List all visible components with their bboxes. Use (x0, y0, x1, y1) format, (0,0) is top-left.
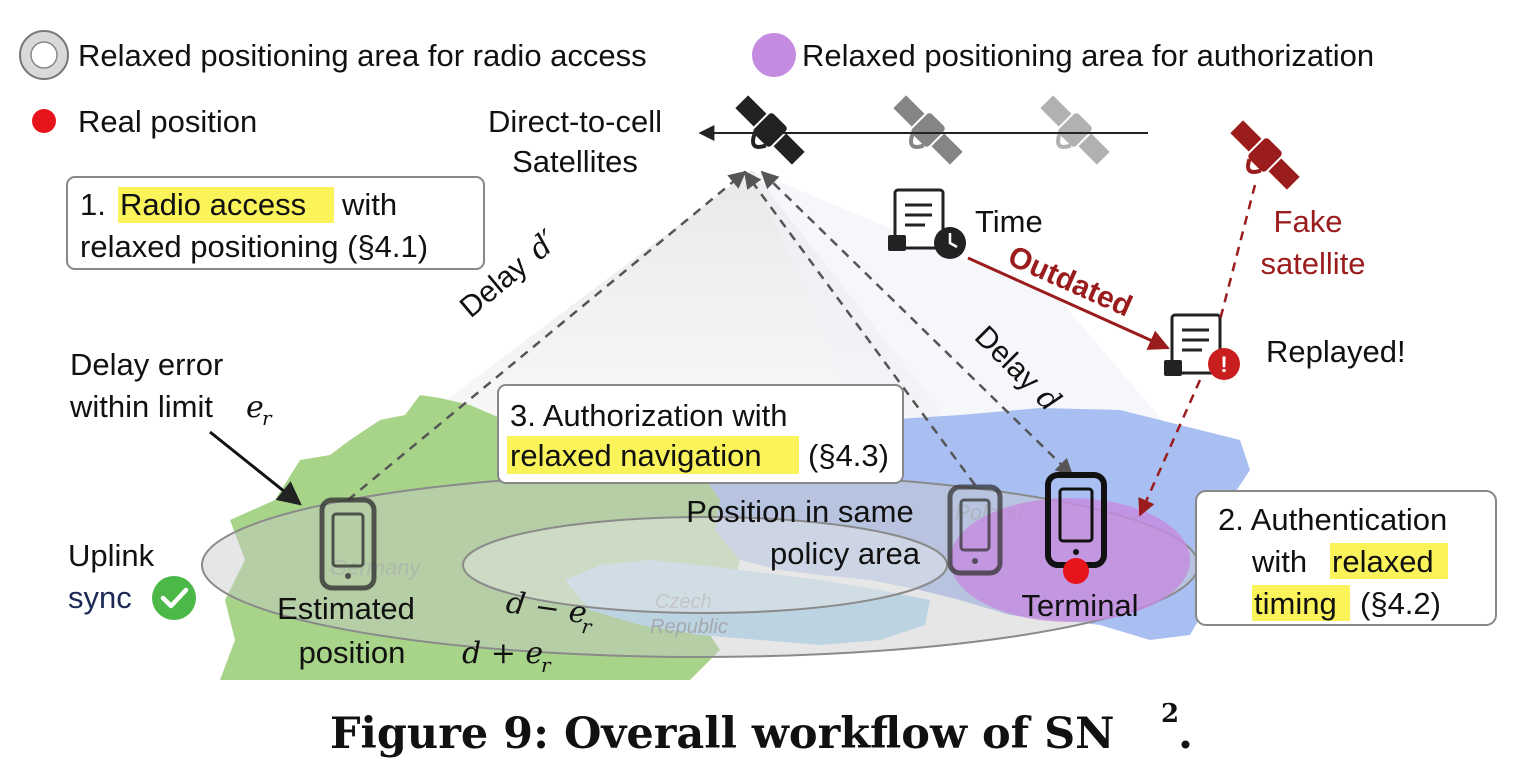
legend: Relaxed positioning area for radio acces… (19, 30, 1374, 139)
legend-radio-area-text: Relaxed positioning area for radio acces… (78, 38, 647, 73)
delay-error-line2: within limit (69, 389, 213, 424)
step1-number: 1. (80, 187, 106, 222)
step3-rest-text: (§4.3) (808, 438, 889, 473)
satellite-icon (893, 95, 963, 165)
step2-with-text: with (1251, 544, 1307, 579)
step3-box: 3. Authorization with relaxed navigation… (497, 384, 904, 484)
radio-inner-ellipse (462, 516, 948, 614)
outdated-arrow (967, 256, 1170, 350)
delay-line (760, 170, 1074, 477)
fake-satellite-icon (1230, 120, 1300, 190)
satellites-label-line1: Direct-to-cell (488, 104, 662, 139)
same-policy-phone-icon (947, 484, 1003, 576)
svg-text:!: ! (1220, 352, 1227, 377)
fake-satellite-line1: Fake (1274, 204, 1343, 239)
step2-timing-text: timing (1254, 586, 1337, 621)
certificate-clock-icon (888, 188, 966, 259)
step1-line2: relaxed positioning (§4.1) (80, 229, 428, 264)
estimated-phone-icon (319, 497, 377, 591)
delay-error-subscript: r (262, 406, 273, 430)
fake-signal-line-lower (1138, 379, 1202, 517)
caption-period: . (1178, 709, 1193, 759)
figure-caption: Figure 9: Overall workflow of SN 2 . (330, 699, 1193, 759)
svg-text:d′: d′ (522, 224, 565, 268)
uplink-line2: sync (68, 580, 132, 615)
d-plus-er-subscript: r (541, 653, 552, 677)
step1-highlight (118, 187, 334, 223)
d-plus-er-label: d + e (462, 636, 543, 671)
delay-error-symbol: e (246, 390, 264, 425)
step2-box: 2. Authentication with relaxed timing (§… (1195, 490, 1497, 626)
fake-satellite-line2: satellite (1260, 246, 1365, 281)
step3-highlight (507, 436, 799, 474)
step3-line1: 3. Authorization with (510, 398, 787, 433)
step2-highlight-relaxed (1330, 543, 1448, 579)
terminal-label: Terminal (1021, 588, 1138, 623)
legend-real-position-text: Real position (78, 104, 257, 139)
step3-highlight-text: relaxed navigation (510, 438, 762, 473)
delay-error-line1: Delay error (70, 347, 223, 382)
step1-box: 1. Radio access with relaxed positioning… (66, 176, 485, 270)
same-policy-line2: policy area (770, 536, 921, 571)
replayed-certificate-icon: ! (1164, 313, 1240, 380)
fake-signal-line-upper (1218, 184, 1257, 321)
estimated-line1: Estimated (277, 591, 415, 626)
caption-superscript: 2 (1161, 699, 1179, 729)
satellite-icon (1040, 95, 1110, 165)
step2-relaxed-text: relaxed (1332, 544, 1434, 579)
uplink-line1: Uplink (68, 538, 155, 573)
republic-label: Republic (650, 616, 728, 638)
estimated-line2: position (299, 635, 406, 670)
check-icon (152, 576, 196, 620)
replayed-label: Replayed! (1266, 334, 1406, 369)
delay-error-arrow (209, 430, 302, 506)
step2-section-text: (§4.2) (1360, 586, 1441, 621)
step2-line1: 2. Authentication (1218, 502, 1447, 537)
time-label: Time (975, 204, 1043, 239)
real-position-dot (1063, 558, 1089, 584)
satellite-icon (735, 95, 805, 165)
czech-label: Czech (655, 591, 712, 613)
radio-area-legend-icon (19, 30, 69, 80)
legend-auth-area-text: Relaxed positioning area for authorizati… (802, 38, 1374, 73)
delay-prime-line (347, 170, 747, 501)
step1-highlight-text: Radio access (120, 187, 306, 222)
step2-highlight-timing (1252, 585, 1350, 621)
czech-region (565, 560, 930, 645)
real-position-legend-icon (32, 109, 56, 133)
step1-rest-text: with (341, 187, 397, 222)
same-policy-line1: Position in same (686, 494, 913, 529)
satellites-label-line2: Satellites (512, 144, 638, 179)
caption-text: Figure 9: Overall workflow of SN (330, 709, 1114, 759)
auth-area-legend-icon (752, 33, 796, 77)
